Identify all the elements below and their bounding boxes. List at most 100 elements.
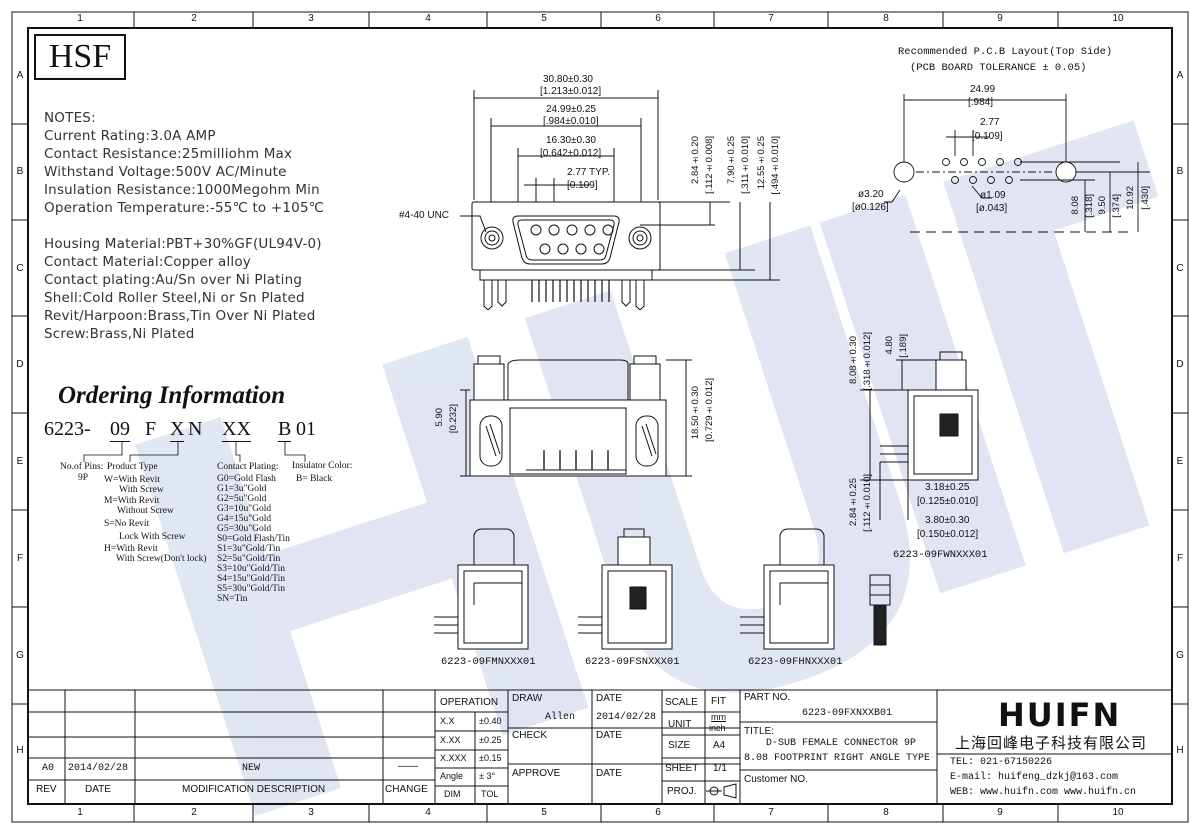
dim-screw: 24.99±0.25 [546, 104, 596, 115]
dim-pitch: 2.77 TYP. [567, 167, 610, 178]
variant-label-s: 6223-09FSNXXX01 [585, 656, 680, 668]
operation-label: OPERATION [440, 697, 499, 708]
note-line: Operation Temperature:-55℃ to +105℃ [44, 200, 325, 216]
unit-inch: inch [709, 723, 726, 733]
zone-col: 1 [77, 13, 83, 24]
desc-header: MODIFICATION DESCRIPTION [182, 784, 326, 795]
thread-callout: #4-40 UNC [399, 210, 450, 221]
front-view-drawing [460, 90, 780, 310]
note-line: Insulation Resistance:1000Megohm Min [44, 182, 320, 198]
zone-col: 7 [768, 13, 774, 24]
material-line: Shell:Cold Roller Steel,Ni or Sn Plated [44, 290, 305, 306]
pcb-tolerance: (PCB BOARD TOLERANCE ± 0.05) [910, 62, 1087, 74]
zone-row: C [1176, 263, 1184, 274]
check-label: CHECK [512, 730, 548, 741]
tol-value: TOL [481, 789, 499, 799]
pn-suffix: 01 [296, 418, 316, 440]
zone-row: H [1176, 745, 1184, 756]
pn-gender: F [145, 418, 157, 440]
notes-heading: NOTES: [44, 110, 96, 126]
tol-value: ±0.25 [479, 735, 502, 745]
pn-plating: XX [222, 418, 251, 442]
zone-col: 6 [655, 807, 661, 818]
variant-label-h: 6223-09FHNXXX01 [748, 656, 843, 668]
size-value: A4 [713, 740, 726, 751]
web: WEB: www.huifn.com www.huifn.cn [950, 787, 1137, 798]
date-header: DATE [85, 784, 111, 795]
scale-value: FIT [711, 696, 726, 707]
pcb-hole-big-in: [ø0.126] [852, 202, 889, 213]
zone-row: E [16, 456, 24, 467]
note-line: Withstand Voltage:500V AC/Minute [44, 164, 287, 180]
pcb-span: 24.99 [970, 84, 996, 95]
zone-col: 8 [883, 807, 889, 818]
customer-no-label: Customer NO. [744, 774, 808, 785]
ordering-leader-lines [83, 442, 306, 462]
tol-key: X.XXX [440, 753, 467, 763]
huifn-brand: HUIFN [998, 696, 1122, 734]
zone-row: E [1176, 456, 1184, 467]
plating-option: G0=Gold Flash [217, 474, 276, 484]
ordering-title: Ordering Information [58, 382, 286, 409]
rv-dim-e: 3.80±0.30 [925, 515, 970, 526]
material-line: Screw:Brass,Ni Plated [44, 326, 195, 342]
part-no-value: 6223-09FXNXXB01 [802, 708, 893, 719]
material-line: Contact Material:Copper alloy [44, 254, 252, 270]
zone-col: 10 [1112, 13, 1124, 24]
plating-option: S4=15u"Gold/Tin [217, 574, 286, 584]
plating-label: Contact Plating: [217, 462, 279, 472]
hsf-logo: HSF [34, 34, 126, 80]
plating-option: S5=30u"Gold/Tin [217, 584, 286, 594]
zone-col: 9 [997, 807, 1003, 818]
note-line: Contact Resistance:25milliohm Max [44, 146, 293, 162]
dim-overall: 30.80±0.30 [543, 74, 593, 85]
zone-row: A [1176, 70, 1184, 81]
dim-shell: 16.30±0.30 [546, 135, 596, 146]
email: E-mail: huifeng_dzkj@163.com [950, 772, 1119, 783]
zone-row: F [1176, 553, 1184, 564]
rv-dim-e-in: [0.150±0.012] [917, 529, 979, 540]
tol-value: ± 3° [479, 771, 496, 781]
part-no-label: PART NO. [744, 692, 791, 703]
zone-row: F [16, 553, 24, 564]
size-label: SIZE [668, 740, 691, 751]
pcb-layout-drawing [884, 94, 1150, 233]
rev-value: A0 [42, 763, 55, 774]
dim-shell-in: [0.642±0.012] [540, 148, 602, 159]
tol-value: ±0.40 [479, 716, 502, 726]
drawer-name: Allen [545, 712, 576, 723]
pcb-hole-small-in: [ø.043] [976, 203, 1008, 214]
zone-row: C [16, 263, 24, 274]
pcb-title: Recommended P.C.B Layout(Top Side) [898, 46, 1113, 58]
change-header: CHANGE [385, 784, 428, 795]
plating-option: G4=15u"Gold [217, 514, 272, 524]
pn-product-type: X [170, 418, 185, 442]
plating-option: S1=3u"Gold/Tin [217, 544, 281, 554]
material-line: Housing Material:PBT+30%GF(UL94V-0) [44, 236, 322, 252]
draw-date: 2014/02/28 [596, 712, 657, 723]
zone-col: 1 [77, 807, 83, 818]
title-line-2: 8.08 FOOTPRINT RIGHT ANGLE TYPE [744, 753, 931, 764]
product-type: With Screw(Don't lock) [116, 554, 207, 564]
plating-option: S2=5u"Gold/Tin [217, 554, 281, 564]
rev-desc: NEW [242, 763, 261, 774]
zone-col: 5 [541, 807, 547, 818]
rev-header: REV [36, 784, 57, 795]
pins-value: 9P [78, 473, 89, 483]
pn-color: B [278, 418, 292, 442]
product-type: M=With Revit [104, 496, 160, 506]
material-line: Contact plating:Au/Sn over Ni Plating [44, 272, 303, 288]
insulator-label: Insulator Color: [292, 461, 353, 471]
tol-key: Angle [440, 771, 464, 781]
rv-dim-d: 3.18±0.25 [925, 482, 970, 493]
zone-col: 2 [191, 13, 197, 24]
zone-col: 2 [191, 807, 197, 818]
pn-pins: 09 [110, 418, 130, 442]
plating-option: G1=3u"Gold [217, 484, 267, 494]
zone-row: G [1176, 650, 1184, 661]
rev-date: 2014/02/28 [68, 763, 129, 774]
insulator-value: B= Black [296, 474, 333, 484]
note-line: Current Rating:3.0A AMP [44, 128, 216, 144]
zone-row: B [16, 166, 24, 177]
